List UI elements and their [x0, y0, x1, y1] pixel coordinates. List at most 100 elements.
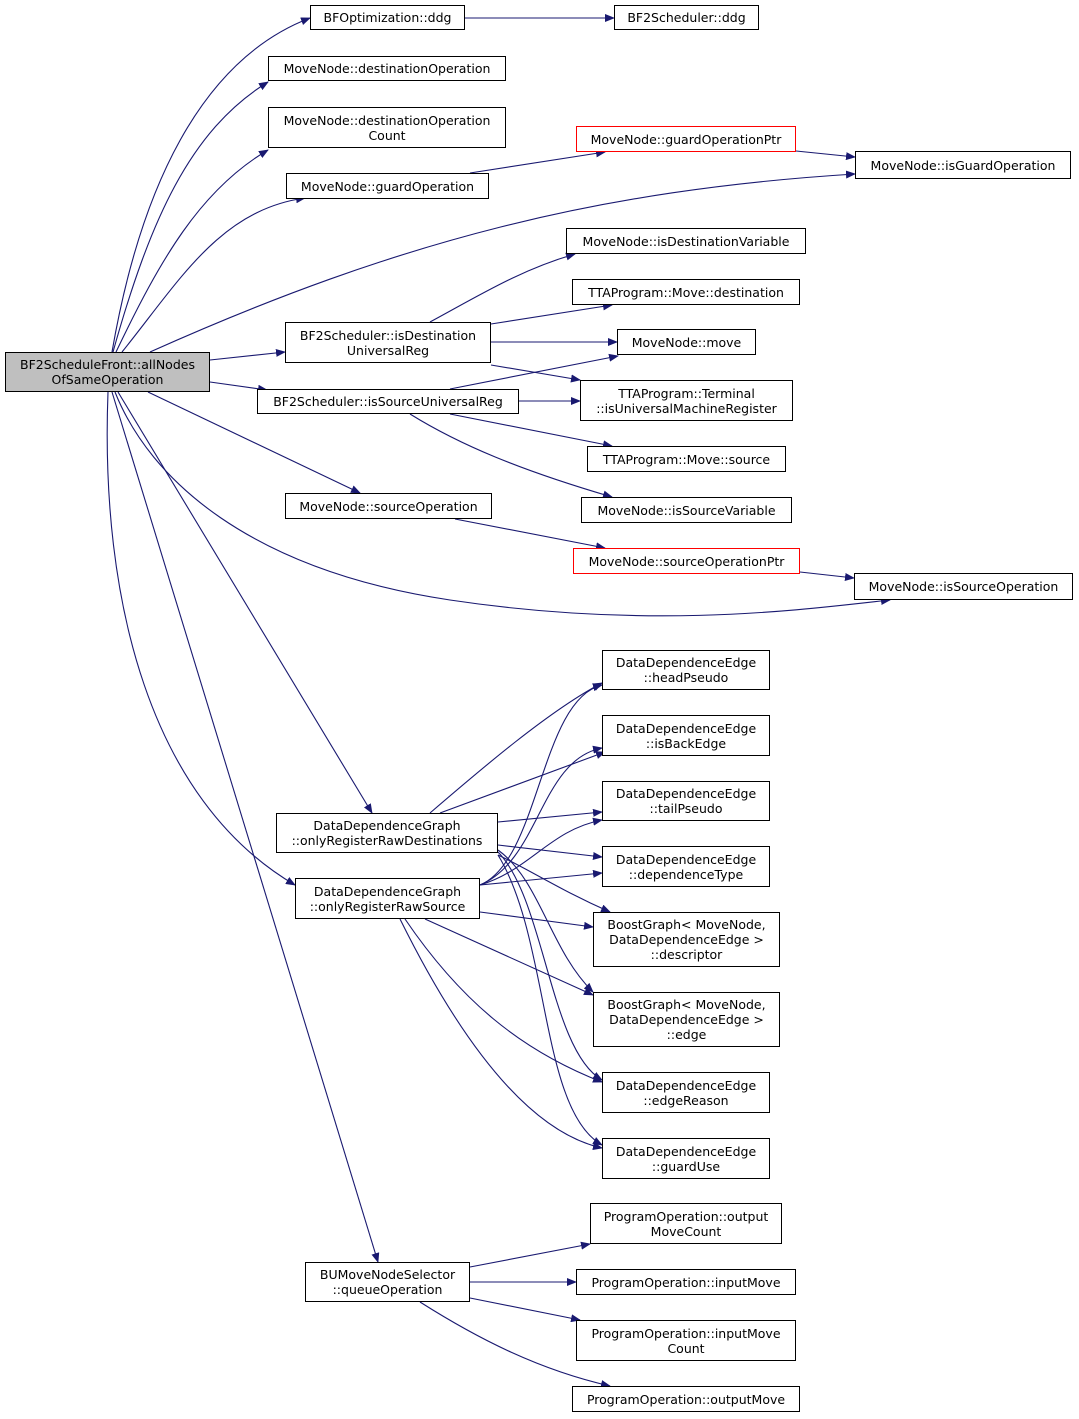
call-edge — [795, 150, 856, 161]
call-edge — [469, 1297, 581, 1323]
node-dde-deptype[interactable]: DataDependenceEdge::dependenceType — [602, 846, 770, 887]
node-label-line: Count — [667, 1340, 705, 1356]
call-edge — [149, 170, 856, 353]
call-edge — [469, 1241, 591, 1268]
node-dde-isbackedge[interactable]: DataDependenceEdge::isBackEdge — [602, 715, 770, 756]
node-label-line: ::descriptor — [650, 947, 723, 962]
call-edge — [497, 849, 594, 993]
node-label-line: BFOptimization::ddg — [323, 10, 452, 25]
node-label-line: DataDependenceGraph — [313, 883, 462, 899]
call-edge — [404, 918, 603, 1083]
node-label-line: TTAProgram::Move::destination — [588, 284, 784, 300]
node-label-line: BoostGraph< MoveNode, — [607, 917, 766, 932]
node-label-line: DataDependenceEdge — [615, 851, 757, 867]
node-label-line: UniversalReg — [346, 342, 430, 358]
call-edge — [399, 918, 603, 1150]
node-label-line: ProgramOperation::inputMove — [591, 1274, 781, 1290]
call-edge — [209, 348, 286, 361]
node-bf2s-ddg[interactable]: BF2Scheduler::ddg — [614, 5, 759, 30]
call-edge — [497, 854, 603, 1146]
node-label-line: ::isUniversalMachineRegister — [596, 400, 777, 416]
node-tta-move-dest[interactable]: TTAProgram::Move::destination — [572, 279, 800, 305]
call-edge — [419, 1301, 611, 1388]
call-edge — [449, 413, 613, 449]
node-label-line: MoveNode::destinationOperation — [283, 112, 491, 128]
node-label-line: DataDependenceEdge — [615, 655, 757, 670]
node-label-line: Count — [368, 127, 406, 143]
node-tta-term-isumr[interactable]: TTAProgram::Terminal::isUniversalMachine… — [580, 380, 793, 421]
node-ddg-onlyrawdest[interactable]: DataDependenceGraph::onlyRegisterRawDest… — [276, 813, 498, 853]
node-label-line: ::isBackEdge — [645, 735, 727, 751]
node-ddg-onlyrawsrc[interactable]: DataDependenceGraph::onlyRegisterRawSour… — [295, 878, 480, 919]
node-mn-isdestvar[interactable]: MoveNode::isDestinationVariable — [566, 228, 806, 254]
call-edge — [117, 391, 373, 814]
call-edge — [497, 808, 603, 823]
node-bf2s-issrcur[interactable]: BF2Scheduler::isSourceUniversalReg — [257, 389, 519, 414]
node-label-line: MoveCount — [650, 1223, 722, 1239]
node-bg-edge[interactable]: BoostGraph< MoveNode,DataDependenceEdge … — [593, 992, 780, 1047]
node-label-line: MoveNode::move — [631, 334, 742, 350]
node-dde-edgereason[interactable]: DataDependenceEdge::edgeReason — [602, 1072, 770, 1113]
call-edge — [479, 869, 603, 886]
call-edge — [114, 391, 891, 617]
node-label-line: ::onlyRegisterRawSource — [309, 898, 466, 914]
node-mn-isguardop[interactable]: MoveNode::isGuardOperation — [855, 151, 1071, 179]
node-mn-guardopptr[interactable]: MoveNode::guardOperationPtr — [576, 126, 796, 152]
node-label-line: ::queueOperation — [332, 1282, 443, 1297]
node-label-line: ::dependenceType — [628, 866, 744, 882]
node-label-line: ::tailPseudo — [649, 801, 723, 816]
call-edge — [479, 745, 603, 886]
node-label-line: ::onlyRegisterRawDestinations — [291, 833, 483, 848]
node-mn-move[interactable]: MoveNode::move — [617, 329, 756, 355]
call-edge — [449, 353, 619, 390]
node-po-inputmove[interactable]: ProgramOperation::inputMove — [576, 1269, 796, 1295]
node-mn-srcop[interactable]: MoveNode::sourceOperation — [285, 493, 492, 519]
call-edge — [439, 751, 606, 814]
node-mn-guardop[interactable]: MoveNode::guardOperation — [286, 173, 489, 199]
node-mn-issrcvar[interactable]: MoveNode::isSourceVariable — [581, 497, 792, 523]
call-edge — [111, 17, 311, 353]
node-label-line: ProgramOperation::inputMove — [591, 1325, 781, 1341]
node-label-line: MoveNode::isDestinationVariable — [582, 233, 790, 249]
node-label-line: DataDependenceEdge — [615, 1077, 757, 1093]
node-bumns-queueop[interactable]: BUMoveNodeSelector::queueOperation — [305, 1262, 470, 1302]
node-bg-descriptor[interactable]: BoostGraph< MoveNode,DataDependenceEdge … — [593, 912, 780, 967]
node-mn-issrcop[interactable]: MoveNode::isSourceOperation — [854, 573, 1073, 600]
node-label-line: MoveNode::sourceOperationPtr — [588, 553, 785, 569]
node-dde-guarduse[interactable]: DataDependenceEdge::guardUse — [602, 1138, 770, 1179]
node-mn-destop[interactable]: MoveNode::destinationOperation — [268, 56, 506, 81]
node-label-line: DataDependenceGraph — [313, 818, 461, 833]
node-label-line: OfSameOperation — [51, 372, 164, 387]
call-edge — [429, 682, 603, 814]
node-mn-srcopptr[interactable]: MoveNode::sourceOperationPtr — [573, 548, 800, 574]
call-edge — [490, 302, 613, 325]
call-edge — [479, 683, 603, 886]
call-edge — [799, 571, 855, 581]
node-label-line: DataDependenceEdge > — [609, 932, 764, 947]
call-edge — [115, 149, 269, 353]
call-edge — [479, 911, 594, 930]
node-dde-tailpseudo[interactable]: DataDependenceEdge::tailPseudo — [602, 781, 770, 821]
node-label-line: MoveNode::isGuardOperation — [870, 157, 1056, 173]
node-label-line: BF2Scheduler::isSourceUniversalReg — [273, 394, 503, 409]
node-label-line: DataDependenceEdge — [615, 1143, 757, 1159]
call-edge — [147, 391, 361, 494]
node-tta-move-src[interactable]: TTAProgram::Move::source — [587, 446, 786, 472]
node-dde-headpseudo[interactable]: DataDependenceEdge::headPseudo — [602, 650, 770, 690]
node-label-line: MoveNode::destinationOperation — [283, 61, 491, 76]
call-edge — [121, 195, 306, 353]
node-po-outputmove[interactable]: ProgramOperation::outputMove — [572, 1386, 800, 1412]
node-label-line: ProgramOperation::outputMove — [586, 1391, 786, 1407]
call-edge — [112, 81, 269, 353]
node-label-line: ::guardUse — [651, 1158, 721, 1174]
node-bfopt-ddg[interactable]: BFOptimization::ddg — [310, 5, 465, 30]
node-label-line: ::headPseudo — [643, 670, 729, 685]
call-edge — [479, 817, 603, 886]
